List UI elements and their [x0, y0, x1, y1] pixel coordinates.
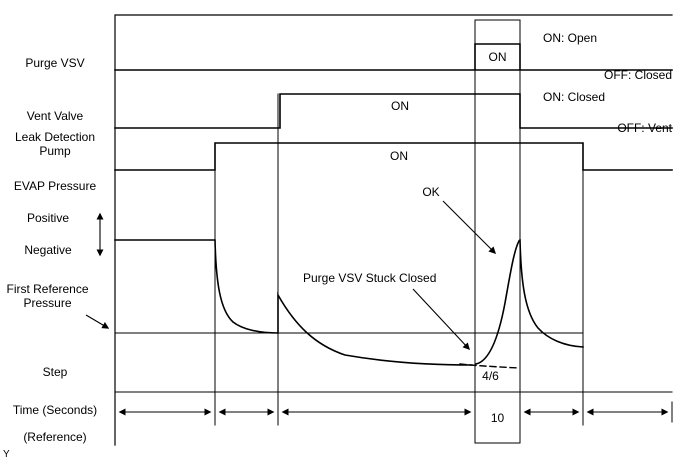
evap-pressure-label: EVAP Pressure — [13, 179, 97, 193]
evap-stuck-closed-dashed-curve — [459, 363, 520, 369]
stuck-closed-arrow — [412, 288, 470, 351]
leak-detection-pump-on-text: ON — [390, 149, 408, 163]
step-value: 4/6 — [482, 369, 499, 383]
purge-vsv-trace — [114, 43, 673, 71]
first-reference-arrow — [85, 314, 110, 329]
evap-ok-curve — [475, 239, 521, 365]
legend-purge-on: ON: Open — [543, 31, 598, 45]
time-reference-sublabel: (Reference) — [23, 430, 87, 444]
ok-arrow — [442, 200, 497, 255]
purge-vsv-on-text: ON — [488, 50, 507, 64]
axis-frame — [114, 14, 673, 446]
vent-valve-label: Vent Valve — [26, 109, 84, 123]
leak-detection-pump-label: Leak Detection Pump — [14, 130, 96, 158]
legend-purge-off: OFF: Closed — [603, 68, 672, 82]
time-window-value: 10 — [490, 411, 505, 425]
evap-post-window-curve — [519, 239, 584, 348]
vent-valve-trace — [114, 93, 673, 129]
time-seconds-label: Time (Seconds) — [12, 403, 98, 417]
page-corner-mark: Y — [3, 449, 10, 460]
purge-vsv-label: Purge VSV — [25, 56, 85, 70]
legend-vent-on: ON: Closed — [543, 90, 606, 104]
guide-lines — [214, 93, 673, 426]
vent-valve-on-text: ON — [391, 99, 409, 113]
leak-detection-pump-trace — [114, 142, 673, 171]
evap-pressure-trace — [114, 239, 473, 366]
measurement-window-band — [474, 19, 521, 444]
positive-label: Positive — [26, 211, 70, 225]
first-reference-pressure-label: First Reference Pressure — [6, 282, 89, 310]
ok-annotation: OK — [422, 185, 440, 199]
step-label: Step — [42, 365, 68, 379]
negative-label: Negative — [24, 243, 72, 257]
legend-vent-off: OFF: Vent — [617, 121, 672, 135]
stuck-closed-annotation: Purge VSV Stuck Closed — [303, 271, 437, 285]
